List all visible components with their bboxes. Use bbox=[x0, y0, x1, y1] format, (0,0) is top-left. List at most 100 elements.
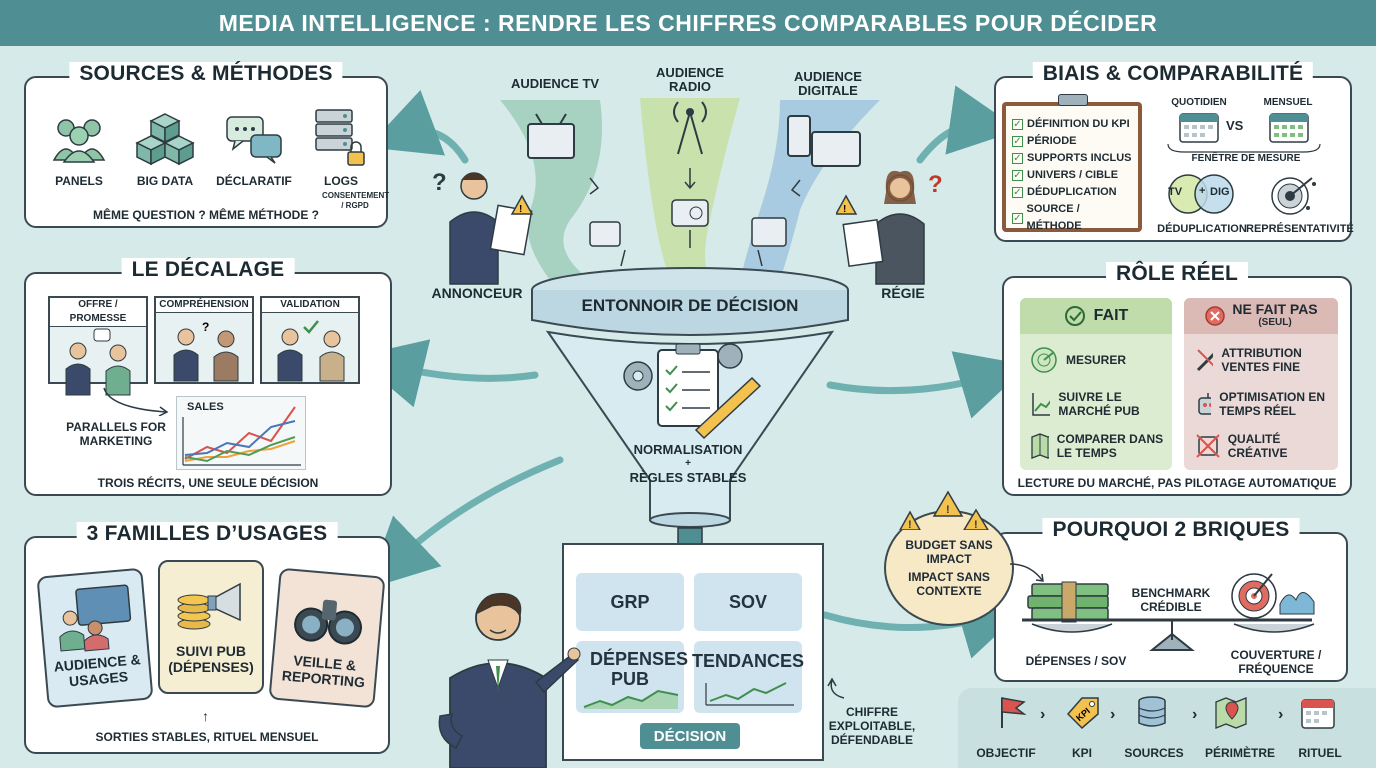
steps-strip: OBJECTIF › KPI KPI › SOURCES › PÉRIMÈTRE… bbox=[958, 688, 1376, 768]
target-wave-icon bbox=[1231, 573, 1315, 619]
magic-wand-icon bbox=[1196, 349, 1214, 372]
coins-megaphone-icon bbox=[177, 582, 241, 630]
checklist-item: ✓SUPPORTS INCLUS bbox=[1012, 152, 1132, 164]
decalage-caption: TROIS RÉCITS, UNE SEULE DÉCISION bbox=[97, 476, 319, 490]
kpi-tag-icon: KPI bbox=[1066, 697, 1099, 730]
annonceur-label: ANNONCEUR bbox=[431, 285, 523, 301]
radar-icon bbox=[1031, 347, 1057, 373]
annonceur-figure: ? ! bbox=[432, 169, 534, 285]
curved-pointer-icon bbox=[827, 677, 845, 699]
svg-text:!: ! bbox=[974, 519, 978, 530]
venn-dig: DIG bbox=[1210, 186, 1230, 198]
check-icon: ✓ bbox=[1012, 153, 1023, 164]
check-icon: ✓ bbox=[1012, 119, 1023, 130]
role-caption: LECTURE DU MARCHÉ, PAS PILOTAGE AUTOMATI… bbox=[1017, 476, 1337, 490]
vs-label: VS bbox=[1226, 118, 1244, 133]
sources-caption: MÊME QUESTION ? MÊME MÉTHODE ? bbox=[92, 208, 319, 222]
mensuel-label: MENSUEL bbox=[1263, 97, 1313, 108]
devices-icon bbox=[751, 115, 861, 247]
briques-panel: POURQUOI 2 BRIQUES BENCHMARK CRÉDIBLE DÉ… bbox=[994, 518, 1348, 682]
chevron-right-icon: › bbox=[1192, 706, 1198, 723]
decision-document: GRP SOV DÉPENSES PUB TENDANCES DÉCISION bbox=[562, 543, 824, 761]
robot-icon bbox=[1198, 393, 1212, 415]
step-perimetre: PÉRIMÈTRE bbox=[1204, 746, 1275, 760]
svg-text:?: ? bbox=[432, 169, 447, 196]
arrow-biais bbox=[916, 85, 1020, 164]
fait-item-suivre: SUIVRE LE MARCHÉ PUB bbox=[1030, 390, 1166, 418]
briques-title: POURQUOI 2 BRIQUES bbox=[1042, 518, 1300, 542]
comic-frame-comprehension: COMPRÉHENSION ? bbox=[154, 296, 254, 384]
biais-panel: BIAIS & COMPARABILITÉ ✓DÉFINITION DU KPI… bbox=[994, 62, 1354, 242]
briques-left-label: DÉPENSES / SOV bbox=[1025, 654, 1127, 668]
sources-item-declaratif: DÉCLARATIF bbox=[216, 174, 292, 188]
benchmark-label: BENCHMARK CRÉDIBLE bbox=[1131, 586, 1211, 614]
arrow-decalage bbox=[353, 339, 539, 408]
usage-card-audience: AUDIENCE & USAGES bbox=[36, 567, 154, 709]
nefait-item-attribution: ATTRIBUTION VENTES FINE bbox=[1194, 346, 1334, 374]
presenter-figure bbox=[438, 592, 581, 768]
venn-tv: TV bbox=[1168, 186, 1183, 198]
deduplication-label: DÉDUPLICATION bbox=[1157, 223, 1247, 235]
sources-panel: SOURCES & MÉTHODES PANELS BIG DATA DÉCLA… bbox=[24, 62, 389, 228]
database-icon bbox=[1138, 696, 1166, 727]
sources-item-panels: PANELS bbox=[55, 174, 103, 188]
arrow-sources bbox=[367, 89, 469, 164]
line-chart-icon bbox=[1032, 393, 1051, 416]
calendar-daily-icon bbox=[1179, 113, 1219, 143]
tv-stream bbox=[500, 100, 602, 280]
balance-scale-icon bbox=[1022, 618, 1315, 651]
usages-caption: SORTIES STABLES, RITUEL MENSUEL bbox=[95, 730, 319, 744]
svg-text:!: ! bbox=[519, 204, 522, 215]
chat-bubbles-icon bbox=[222, 110, 286, 168]
fait-item-mesurer: MESURER bbox=[1030, 346, 1126, 374]
metric-grp: GRP bbox=[576, 573, 684, 631]
target-icon bbox=[1271, 177, 1316, 215]
metric-sov: SOV bbox=[694, 573, 802, 631]
arrow-role bbox=[826, 351, 1029, 419]
step-objectif: OBJECTIF bbox=[976, 746, 1036, 760]
input-label-radio: AUDIENCE RADIO bbox=[656, 65, 724, 94]
checklist-item: ✓PÉRIODE bbox=[1012, 135, 1077, 147]
role-title: RÔLE RÉEL bbox=[1106, 262, 1248, 286]
warning-impact: IMPACT SANS CONTEXTE bbox=[908, 570, 990, 598]
usage-card-suivi: SUIVI PUB (DÉPENSES) bbox=[158, 560, 264, 694]
input-label-digital: AUDIENCE DIGITALE bbox=[794, 69, 862, 98]
flag-icon bbox=[1001, 697, 1027, 728]
money-stack-icon bbox=[1027, 581, 1109, 623]
clip-icon bbox=[1058, 94, 1088, 106]
bracket-icon bbox=[1167, 143, 1321, 153]
check-icon: ✓ bbox=[1012, 187, 1023, 198]
up-arrow-icon: ↑ bbox=[202, 708, 209, 724]
decision-badge: DÉCISION bbox=[640, 723, 740, 749]
process-line1: NORMALISATION bbox=[633, 442, 743, 457]
step-sources: SOURCES bbox=[1124, 746, 1184, 760]
nefait-column: NE FAIT PAS (SEUL) ATTRIBUTION VENTES FI… bbox=[1184, 298, 1338, 470]
svg-text:!: ! bbox=[843, 204, 846, 215]
validation-scene-icon bbox=[277, 320, 345, 382]
map-icon bbox=[1031, 433, 1049, 459]
curved-arrow-icon bbox=[1009, 563, 1044, 582]
metric-tendances-label: TENDANCES bbox=[692, 651, 805, 671]
check-circle-icon bbox=[1064, 306, 1085, 326]
nefait-sub: (SEUL) bbox=[1258, 317, 1292, 328]
sources-item-bigdata: BIG DATA bbox=[136, 174, 194, 188]
sales-chart: SALES bbox=[176, 396, 306, 470]
checklist-item: ✓DÉFINITION DU KPI bbox=[1012, 118, 1130, 130]
usages-title: 3 FAMILLES D’USAGES bbox=[76, 522, 338, 546]
calendar-icon bbox=[1301, 699, 1335, 729]
svg-text:!: ! bbox=[908, 519, 912, 530]
usage-card-audience-label: AUDIENCE & USAGES bbox=[53, 651, 142, 690]
representativite-label: REPRÉSENTATIVITÉ bbox=[1246, 223, 1354, 235]
binoculars-icon bbox=[294, 599, 362, 645]
chevron-right-icon: › bbox=[1278, 706, 1284, 723]
decision-note: CHIFFRE EXPLOITABLE, DÉFENDABLE bbox=[828, 705, 916, 747]
usage-card-veille: VEILLE & REPORTING bbox=[268, 567, 386, 709]
metric-depenses-label: DÉPENSES PUB bbox=[590, 649, 689, 689]
curved-arrow-icon bbox=[103, 387, 169, 416]
sources-item-logs: LOGS bbox=[323, 174, 358, 188]
funnel-graphic bbox=[500, 98, 880, 569]
funnel-label: ENTONNOIR DE DÉCISION bbox=[581, 296, 799, 315]
check-icon: ✓ bbox=[1012, 212, 1023, 224]
radio-tower-icon bbox=[671, 101, 709, 227]
map-pin-icon bbox=[1215, 697, 1247, 729]
